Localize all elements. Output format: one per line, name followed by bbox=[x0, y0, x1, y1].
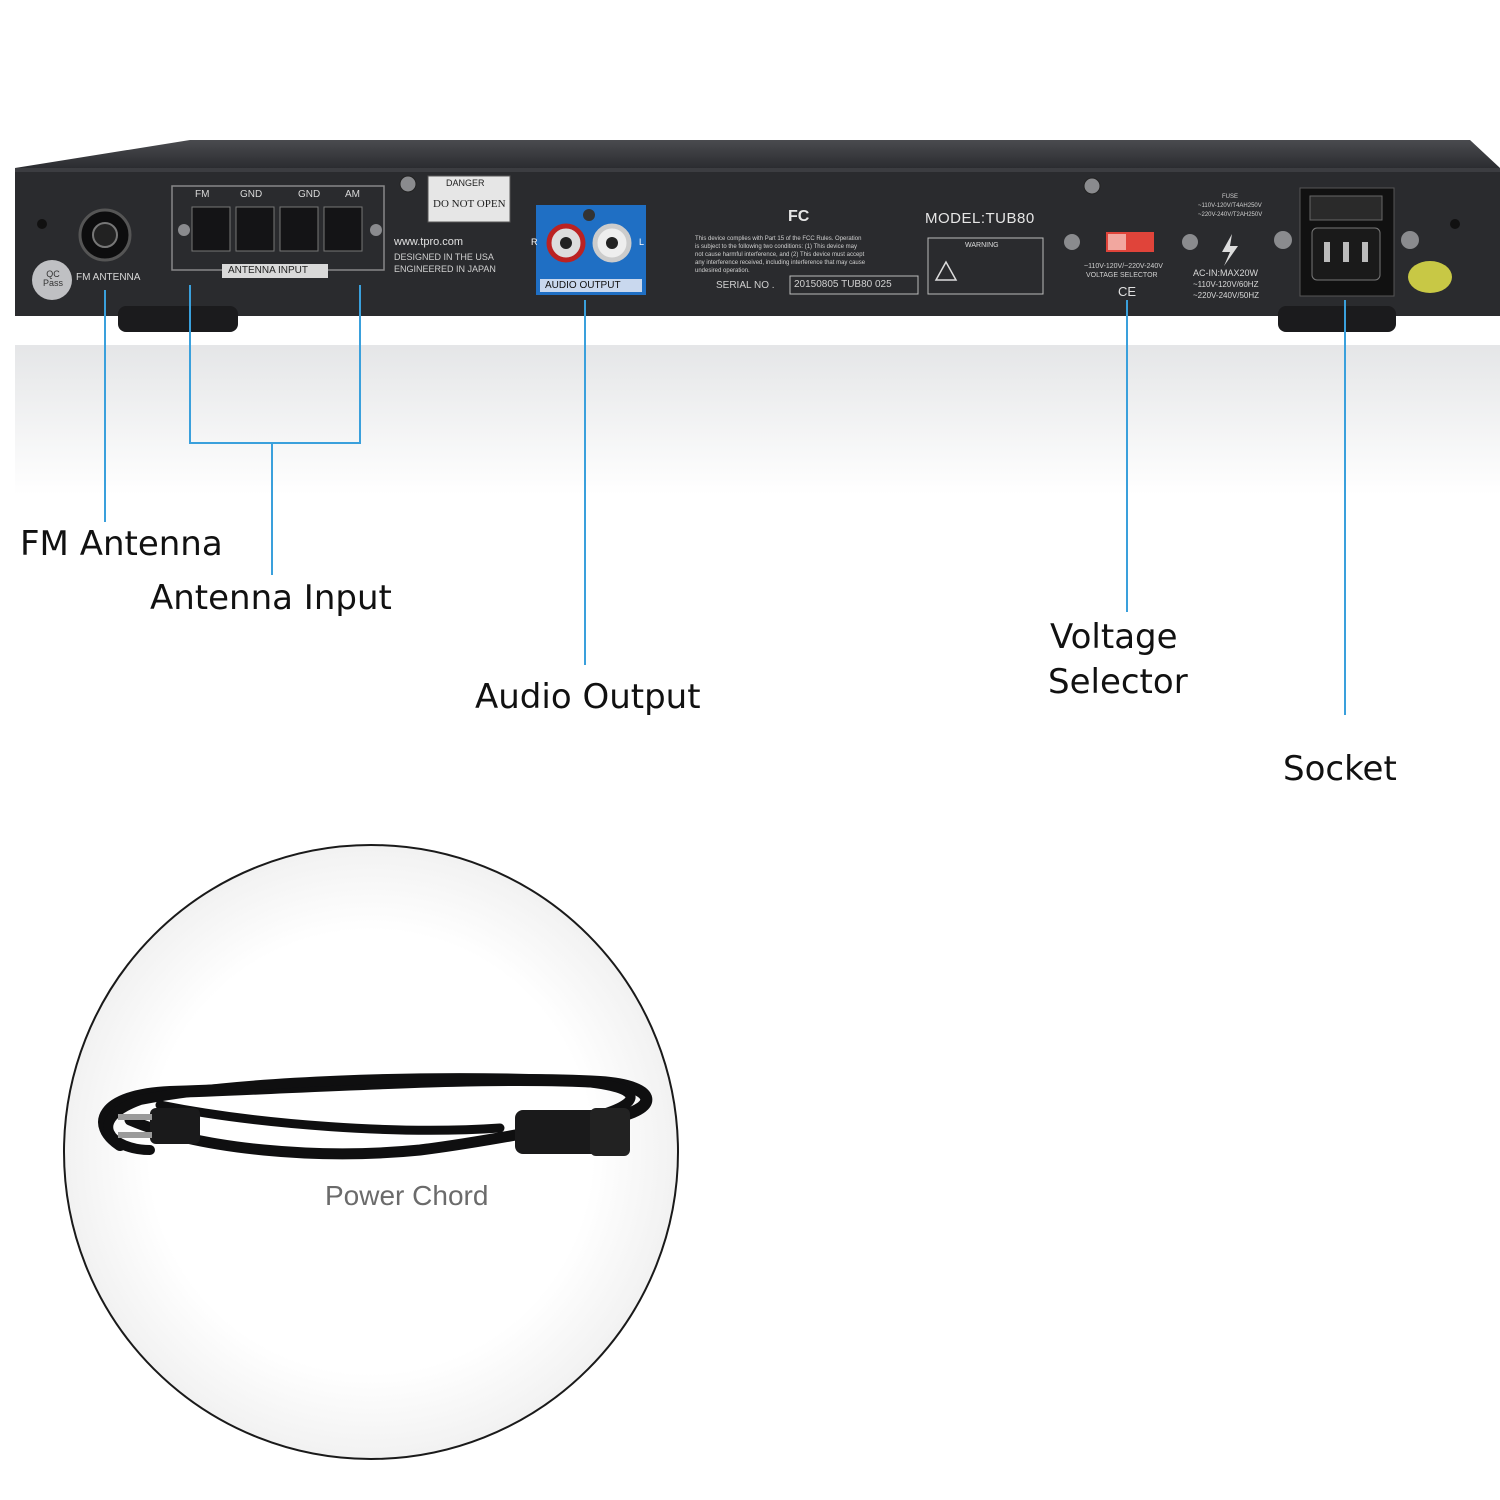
fcc-statement-3: not cause harmful interference, and (2) … bbox=[695, 252, 865, 258]
fcc-statement-2: is subject to the following two conditio… bbox=[695, 244, 857, 250]
voltage-range: ~110V-120V/~220V-240V bbox=[1084, 263, 1163, 270]
green-sticker bbox=[1408, 261, 1452, 293]
terminal-am: AM bbox=[345, 189, 360, 200]
screw bbox=[1083, 177, 1101, 195]
plug-head bbox=[150, 1108, 200, 1144]
ce-mark: CE bbox=[1118, 284, 1137, 299]
website: www.tpro.com bbox=[394, 236, 464, 248]
callout-voltage-selector-line2: Selector bbox=[1048, 662, 1188, 702]
ac-in-rating: AC-IN:MAX20W bbox=[1193, 268, 1259, 278]
fcc-statement-5: undesired operation. bbox=[695, 268, 750, 274]
terminal-gnd-2: GND bbox=[298, 189, 321, 200]
terminal-gnd-1: GND bbox=[240, 189, 263, 200]
screw bbox=[399, 175, 417, 193]
fuse-label: FUSE bbox=[1222, 194, 1239, 200]
serial-label: SERIAL NO . bbox=[716, 280, 775, 291]
rca-left-label: L bbox=[639, 237, 645, 247]
qc-sticker bbox=[32, 260, 72, 300]
audio-output-panel-label: AUDIO OUTPUT bbox=[545, 280, 621, 291]
danger-sticker bbox=[427, 175, 511, 223]
engineered-in: ENGINEERED IN JAPAN bbox=[394, 264, 496, 274]
danger-title: DANGER bbox=[446, 178, 485, 188]
designed-in: DESIGNED IN THE USA bbox=[394, 252, 494, 262]
lightning-mark bbox=[1222, 234, 1238, 266]
fuse-rating-110: ~110V-120V/T4AH250V bbox=[1198, 203, 1262, 209]
callout-socket: Socket bbox=[1283, 749, 1397, 789]
fcc-statement-1: This device complies with Part 15 of the… bbox=[695, 236, 862, 242]
panel-top-face bbox=[15, 140, 1500, 168]
callout-antenna-input: Antenna Input bbox=[150, 578, 392, 618]
qc-badge: QC Pass bbox=[42, 269, 63, 288]
callout-audio-output: Audio Output bbox=[475, 677, 701, 717]
ac-110-rating: ~110V-120V/60HZ bbox=[1193, 280, 1259, 289]
callout-fm-antenna: FM Antenna bbox=[20, 524, 223, 564]
callout-lines bbox=[104, 285, 1346, 715]
foot-left bbox=[118, 306, 238, 332]
serial-value: 20150805 TUB80 025 bbox=[794, 279, 892, 290]
warning-title: WARNING bbox=[965, 242, 999, 249]
fuse-rating-220: ~220V-240V/T2AH250V bbox=[1198, 212, 1263, 218]
danger-text: DO NOT OPEN bbox=[433, 198, 506, 210]
voltage-selector-panel-label: VOLTAGE SELECTOR bbox=[1086, 272, 1158, 279]
serial-box bbox=[789, 275, 919, 295]
fcc-statement-4: any interference received, including int… bbox=[695, 260, 866, 266]
panel-reflection bbox=[15, 345, 1500, 495]
foot-right bbox=[1278, 306, 1396, 332]
warning-box bbox=[927, 237, 1044, 295]
fcc-logo: FC bbox=[788, 208, 810, 225]
antenna-input-panel-label: ANTENNA INPUT bbox=[228, 265, 309, 276]
callout-voltage-selector-line1: Voltage bbox=[1050, 617, 1178, 657]
fm-antenna-panel-label: FM ANTENNA bbox=[76, 272, 141, 283]
power-cord-label: Power Chord bbox=[325, 1180, 489, 1211]
antenna-terminals bbox=[191, 206, 363, 252]
terminal-fm: FM bbox=[195, 189, 210, 200]
rca-right-label: R bbox=[531, 237, 538, 247]
ac-220-rating: ~220V-240V/50HZ bbox=[1193, 291, 1260, 300]
model-number: MODEL:TUB80 bbox=[925, 210, 1035, 227]
